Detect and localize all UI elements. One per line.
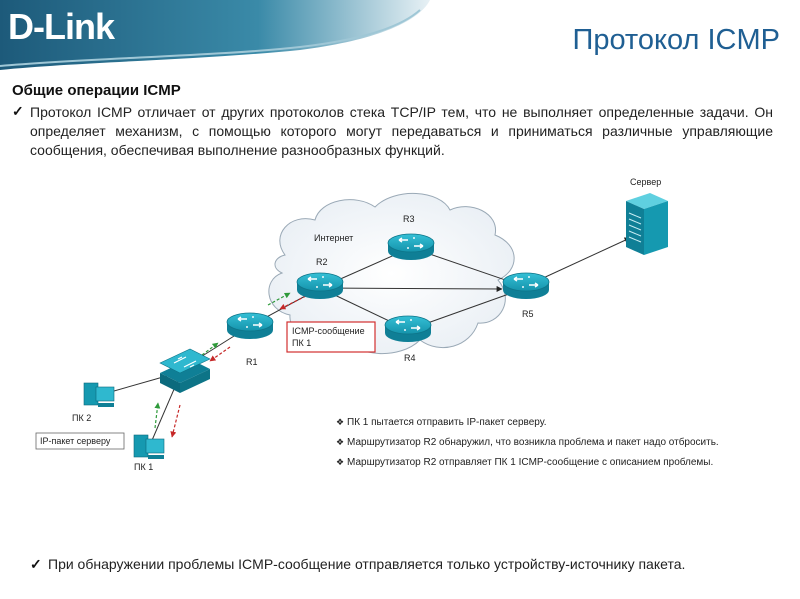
r4-label: R4 <box>404 353 416 363</box>
section-heading: Общие операции ICMP <box>12 82 181 99</box>
pc1-icon <box>133 434 165 459</box>
diamond-bullet-icon: ❖ <box>336 457 345 467</box>
intro-text: Протокол ICMP отличает от других протоко… <box>30 104 773 158</box>
pc2-label: ПК 2 <box>72 413 91 423</box>
list-item: ❖ Маршрутизатор R2 отправляет ПК 1 ICMP-… <box>336 456 756 469</box>
checkmark-icon: ✓ <box>12 103 24 119</box>
router-r5-icon <box>502 272 550 300</box>
router-r3-icon <box>387 233 435 261</box>
server-icon <box>626 193 668 255</box>
r5-label: R5 <box>522 309 534 319</box>
icmp-box-line2: ПК 1 <box>292 338 311 348</box>
footer-note: При обнаружении проблемы ICMP-сообщение … <box>48 556 686 572</box>
list-item: ❖ Маршрутизатор R2 обнаружил, что возник… <box>336 436 756 449</box>
notes-list: ❖ ПК 1 пытается отправить IP-пакет серве… <box>336 416 756 476</box>
router-r1-icon <box>226 312 274 340</box>
router-r2-icon <box>296 272 344 300</box>
note-text: ПК 1 пытается отправить IP-пакет серверу… <box>347 417 547 428</box>
page-title: Протокол ICMP <box>572 24 780 56</box>
header-banner <box>0 0 430 70</box>
internet-label: Интернет <box>314 233 353 243</box>
note-text: Маршрутизатор R2 отправляет ПК 1 ICMP-со… <box>347 457 714 468</box>
router-r4-icon <box>384 315 432 343</box>
ip-packet-box: IP-пакет серверу <box>35 432 125 450</box>
note-text: Маршрутизатор R2 обнаружил, что возникла… <box>347 437 719 448</box>
checkmark-icon: ✓ <box>30 556 42 572</box>
icmp-box-line1: ICMP-сообщение <box>292 326 365 336</box>
icmp-message-box: ICMP-сообщение ПК 1 <box>286 321 376 353</box>
r3-label: R3 <box>403 214 415 224</box>
diamond-bullet-icon: ❖ <box>336 417 345 427</box>
pc1-label: ПК 1 <box>134 462 153 472</box>
list-item: ❖ ПК 1 пытается отправить IP-пакет серве… <box>336 416 756 429</box>
diamond-bullet-icon: ❖ <box>336 437 345 447</box>
switch-icon <box>159 348 211 393</box>
r2-label: R2 <box>316 257 328 267</box>
server-label: Сервер <box>630 177 661 187</box>
pc2-icon <box>83 382 115 407</box>
dlink-logo: D-Link <box>8 6 115 47</box>
network-diagram: Сервер Интернет R3 R2 R5 R4 R1 ПК 2 ПК 1… <box>35 177 668 472</box>
r1-label: R1 <box>246 357 258 367</box>
packet-box-label: IP-пакет серверу <box>40 436 111 446</box>
